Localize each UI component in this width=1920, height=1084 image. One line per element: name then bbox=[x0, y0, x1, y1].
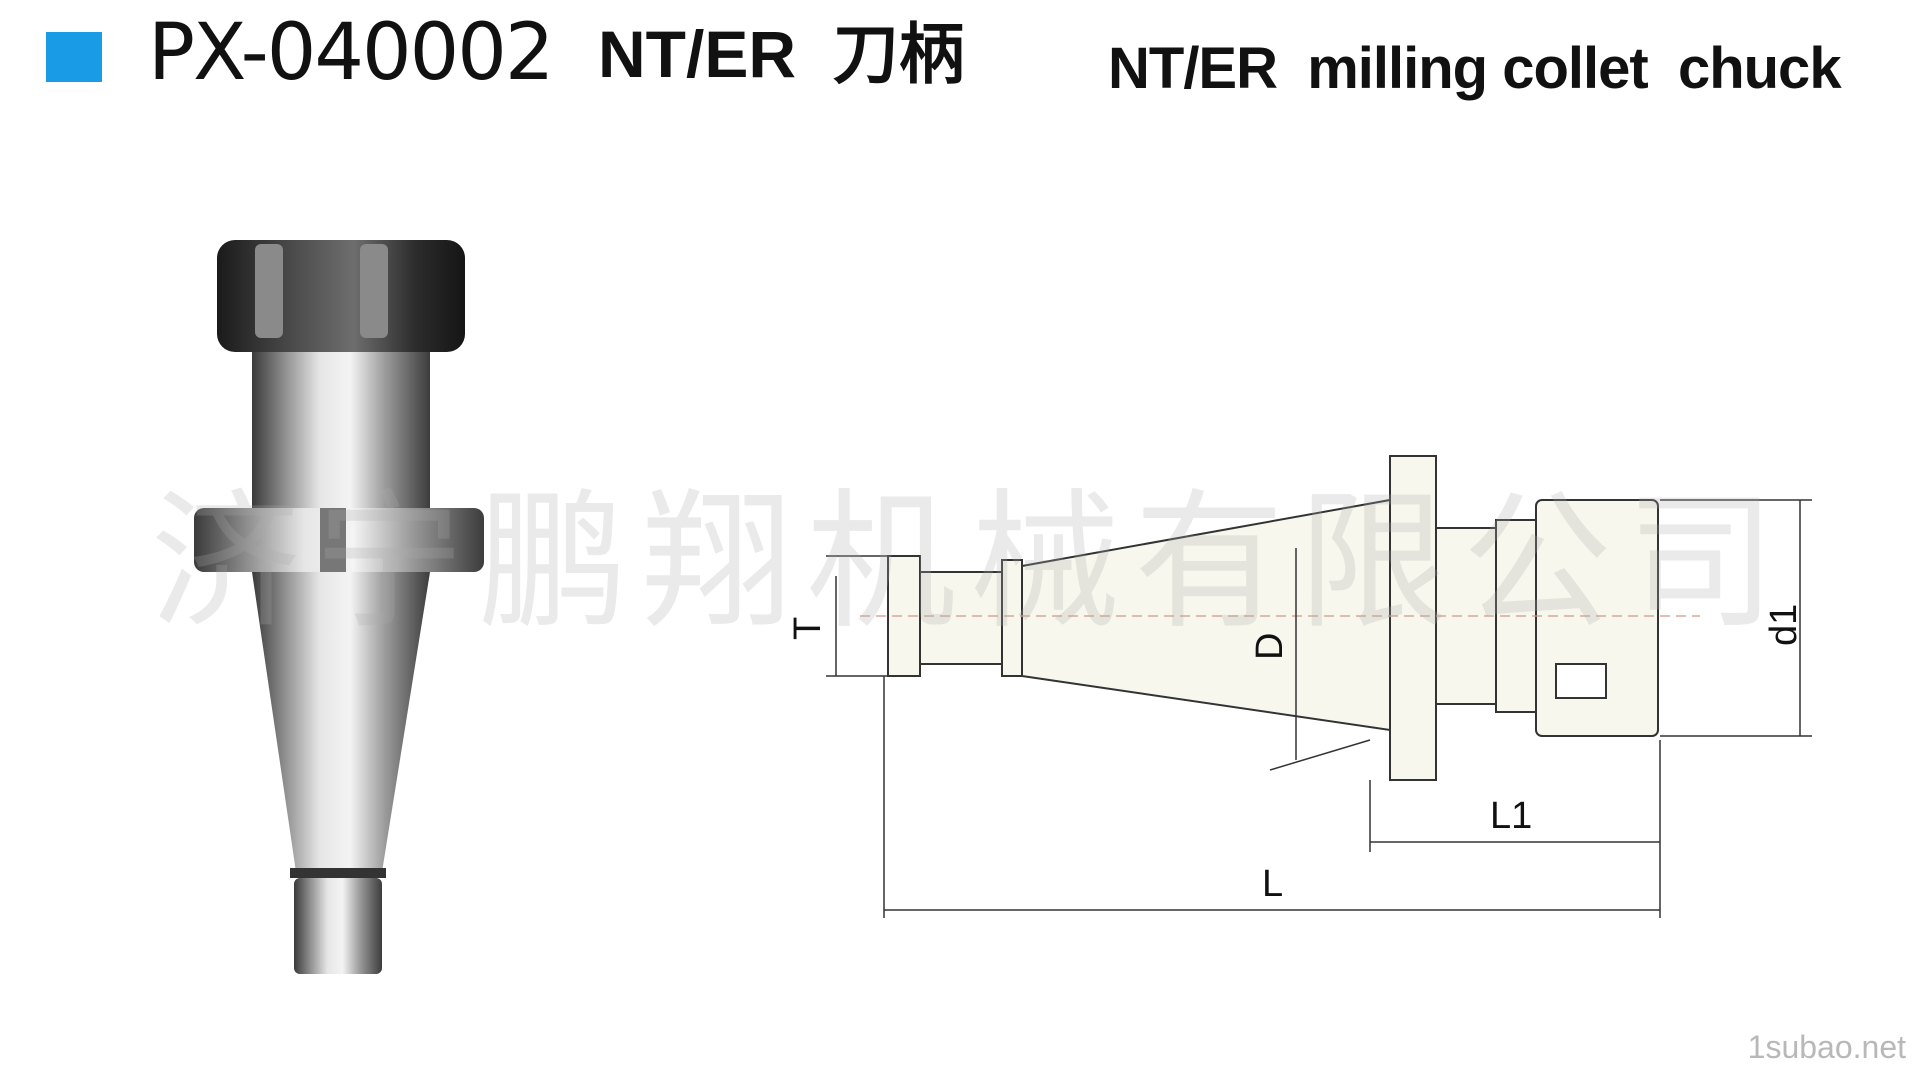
label-T: T bbox=[787, 617, 829, 640]
header: PX-040002 NT/ER 刀柄 NT/ER milling collet … bbox=[0, 0, 1920, 130]
title-english: NT/ER milling collet chuck bbox=[1108, 36, 1842, 101]
label-L1: L1 bbox=[1490, 795, 1532, 837]
accent-square bbox=[46, 32, 102, 82]
tang bbox=[294, 878, 382, 974]
model-code: PX-040002 bbox=[148, 8, 554, 98]
site-tag: 1subao.net bbox=[1747, 1029, 1906, 1065]
label-D: D bbox=[1249, 633, 1291, 660]
label-d1: d1 bbox=[1763, 604, 1805, 646]
chuck-body bbox=[252, 352, 430, 512]
title-chinese: NT/ER 刀柄 bbox=[598, 17, 965, 91]
label-L: L bbox=[1262, 863, 1283, 905]
taper bbox=[252, 572, 430, 872]
